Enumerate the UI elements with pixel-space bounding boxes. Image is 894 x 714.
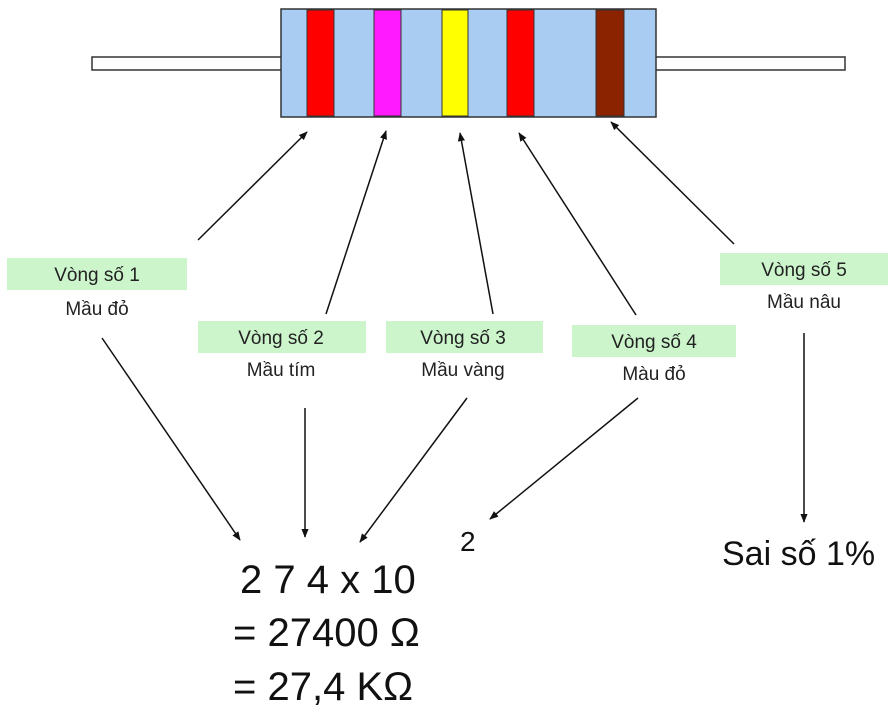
label-1-title: Vòng số 1 xyxy=(54,265,140,286)
label-4: Vòng số 4 Màu đỏ xyxy=(572,325,736,385)
label-3-title: Vòng số 3 xyxy=(420,328,506,349)
arrow-label-3-to-formula xyxy=(359,397,468,543)
label-5-title: Vòng số 5 xyxy=(761,260,847,281)
label-2-color: Mầu tím xyxy=(247,360,316,381)
label-5-color: Mầu nâu xyxy=(767,292,841,313)
label-4-bg xyxy=(572,325,736,357)
label-4-color: Màu đỏ xyxy=(622,364,685,385)
lead-right xyxy=(654,56,846,71)
formula-exponent: 2 xyxy=(460,526,476,557)
arrow-label-2-to-band-2 xyxy=(325,130,387,315)
band-arrows xyxy=(197,121,735,316)
label-3: Vòng số 3 Mầu vàng xyxy=(386,321,543,381)
band-5 xyxy=(595,9,625,117)
arrow-label-4-to-exponent xyxy=(489,397,639,520)
label-1: Vòng số 1 Mầu đỏ xyxy=(7,258,187,320)
band-2 xyxy=(373,9,402,117)
formula: 2 7 4 x 10 2 = 27400 Ω = 27,4 KΩ xyxy=(233,526,476,709)
arrow-label-4-to-band-4 xyxy=(518,132,637,316)
label-5: Vòng số 5 Mầu nâu xyxy=(720,253,888,313)
band-1 xyxy=(306,9,335,117)
resistor xyxy=(91,8,846,118)
label-2-bg xyxy=(198,321,366,353)
label-1-bg xyxy=(7,258,187,290)
tolerance-text: Sai số 1% xyxy=(722,535,875,573)
label-5-bg xyxy=(720,253,888,285)
arrow-label-5-to-band-5 xyxy=(610,121,735,245)
formula-line-1: 2 7 4 x 10 xyxy=(240,558,416,602)
label-3-bg xyxy=(386,321,543,353)
label-2: Vòng số 2 Mầu tím xyxy=(198,321,366,381)
label-3-color: Mầu vàng xyxy=(421,360,504,381)
formula-arrows xyxy=(101,333,808,543)
formula-line-3: = 27,4 KΩ xyxy=(233,665,413,709)
lead-left xyxy=(91,56,283,71)
label-1-color: Mầu đỏ xyxy=(65,299,128,320)
band-3 xyxy=(441,9,469,117)
arrow-label-3-to-band-3 xyxy=(457,132,494,315)
band-4 xyxy=(506,9,535,117)
label-4-title: Vòng số 4 xyxy=(611,332,697,353)
arrow-label-1-to-band-1 xyxy=(197,131,308,241)
label-2-title: Vòng số 2 xyxy=(238,328,324,349)
arrow-label-1-to-formula xyxy=(101,337,241,541)
formula-line-2: = 27400 Ω xyxy=(233,611,420,655)
